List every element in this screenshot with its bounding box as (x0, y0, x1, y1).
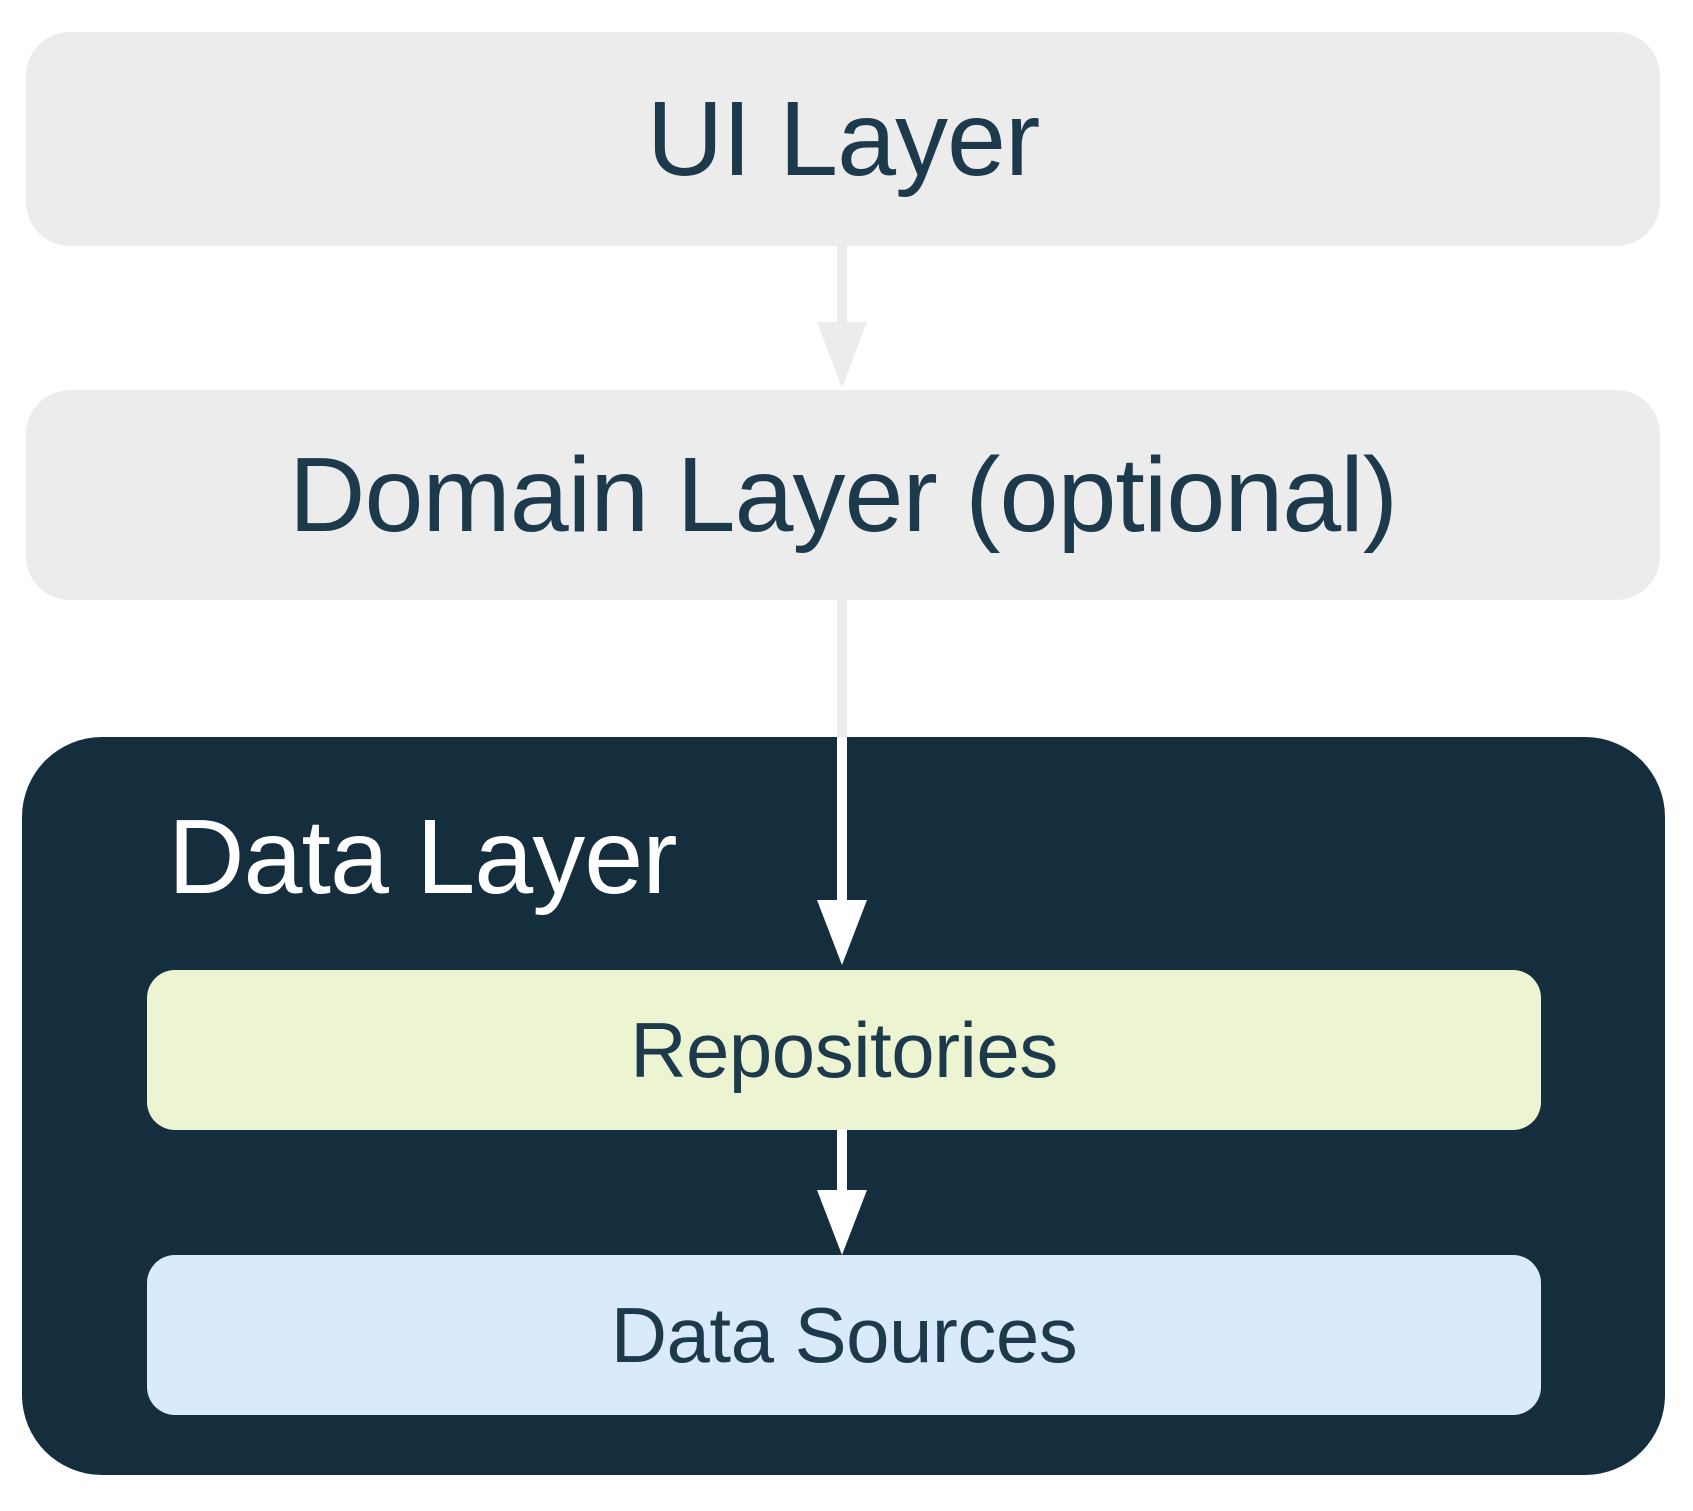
arrow-ui-to-domain-shaft (837, 246, 847, 322)
domain-layer-label: Domain Layer (optional) (288, 435, 1398, 554)
arrow-repositories-to-data-sources-shaft (837, 1129, 847, 1192)
data-sources-label: Data Sources (610, 1290, 1078, 1379)
repositories-box: Repositories (147, 970, 1541, 1130)
data-sources-box: Data Sources (147, 1255, 1541, 1415)
arrow-domain-to-repositories-head (817, 900, 867, 965)
repositories-label: Repositories (630, 1005, 1058, 1094)
ui-layer-box: UI Layer (26, 32, 1660, 246)
arrow-repositories-to-data-sources-head (817, 1190, 867, 1255)
ui-layer-label: UI Layer (646, 79, 1041, 198)
arrow-ui-to-domain-head (817, 322, 867, 388)
domain-layer-box: Domain Layer (optional) (26, 390, 1660, 600)
arrow-domain-to-repositories-shaft-white (837, 737, 847, 903)
arrow-domain-to-repositories-shaft-gray (837, 598, 847, 739)
data-layer-label: Data Layer (168, 798, 678, 916)
